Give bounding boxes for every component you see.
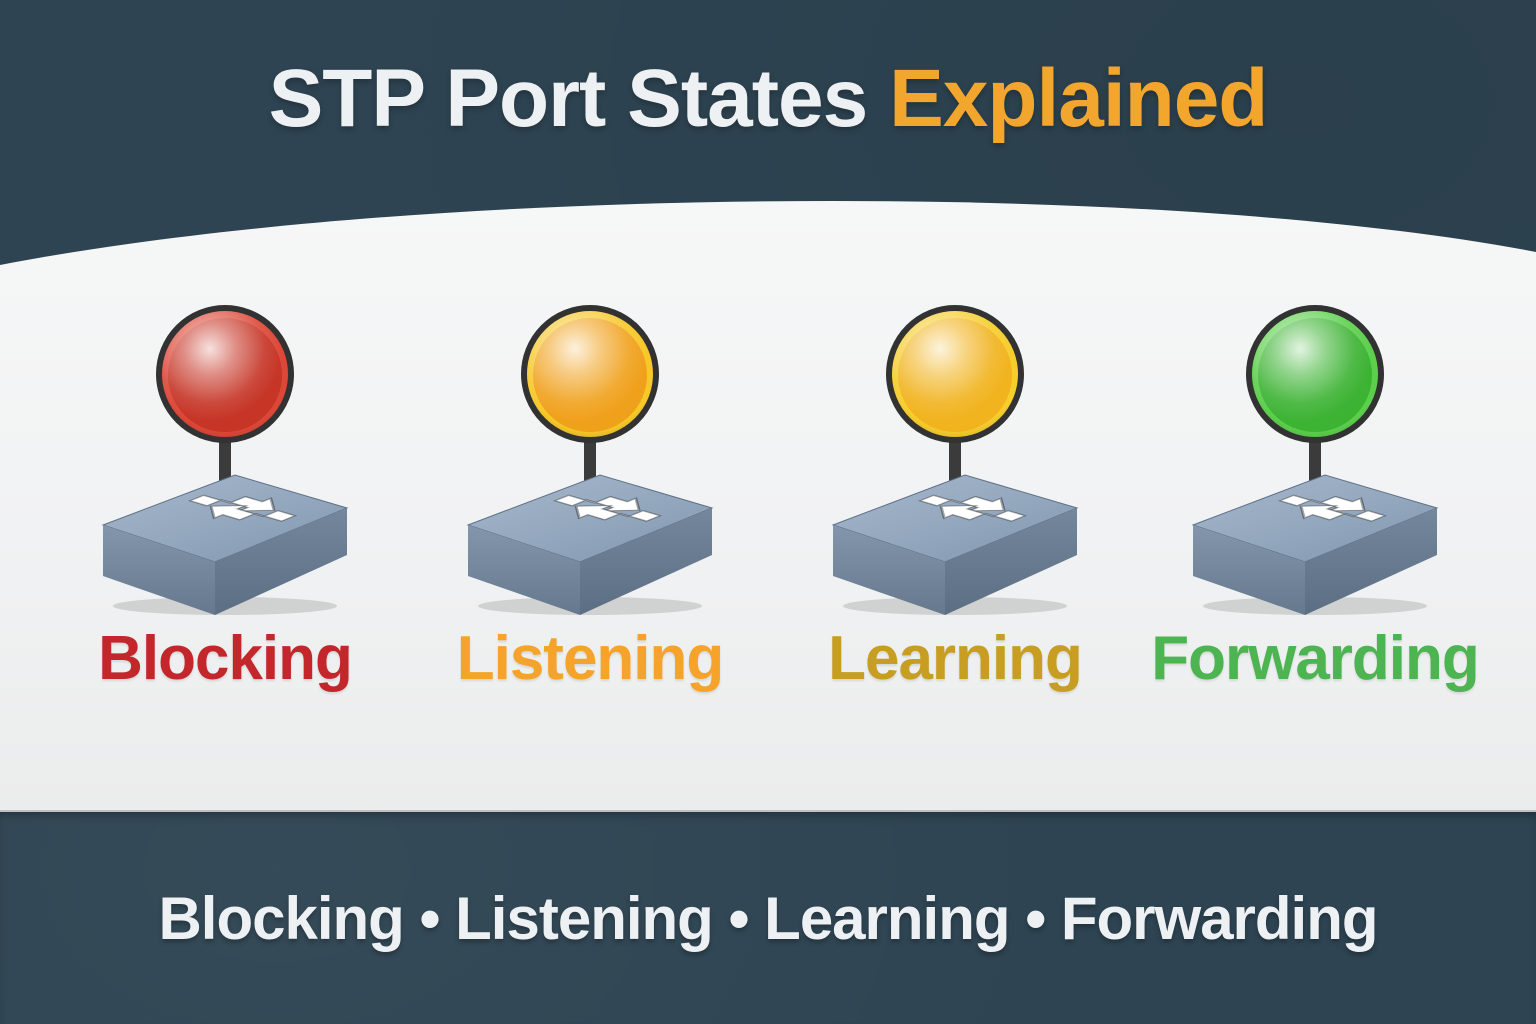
state-row: Blocking [0,298,1536,718]
state-column-listening: Listening [410,298,770,692]
switch-status-icon [466,305,714,615]
switch-status-icon [101,305,349,615]
state-label: Listening [456,624,725,693]
switch-icon [466,474,714,615]
status-sphere-icon [1246,305,1384,443]
state-label: Blocking [98,624,353,693]
sphere-shade [1252,311,1378,437]
switch-icon [1191,474,1439,615]
light-panel-shape [0,200,1536,813]
state-column-forwarding: Forwarding [1135,298,1495,692]
sphere-shade [892,311,1018,437]
switch-icon [831,474,1079,615]
switch-status-icon [1191,305,1439,615]
switch-status-icon [831,305,1079,615]
sphere-shade [527,311,653,437]
switch-arrows-icon [552,494,663,522]
sphere-shade [162,311,288,437]
status-sphere-icon [156,305,294,443]
switch-arrows-icon [1277,494,1388,522]
page-title-main: STP Port States [268,53,869,144]
switch-arrows-icon [917,494,1028,522]
switch-icon [101,474,349,615]
status-sphere-icon [886,305,1024,443]
state-column-learning: Learning [775,298,1135,692]
footer-band: Blocking • Listening • Learning • Forwar… [0,812,1536,1024]
state-label: Forwarding [1151,624,1480,693]
state-label: Learning [828,624,1083,693]
page-title-highlight: Explained [889,53,1268,144]
page-title: STP Port States Explained [0,52,1536,146]
switch-arrows-icon [187,494,298,522]
state-column-blocking: Blocking [45,298,405,692]
status-sphere-icon [521,305,659,443]
footer-caption: Blocking • Listening • Learning • Forwar… [158,884,1378,952]
title-space [867,53,889,144]
